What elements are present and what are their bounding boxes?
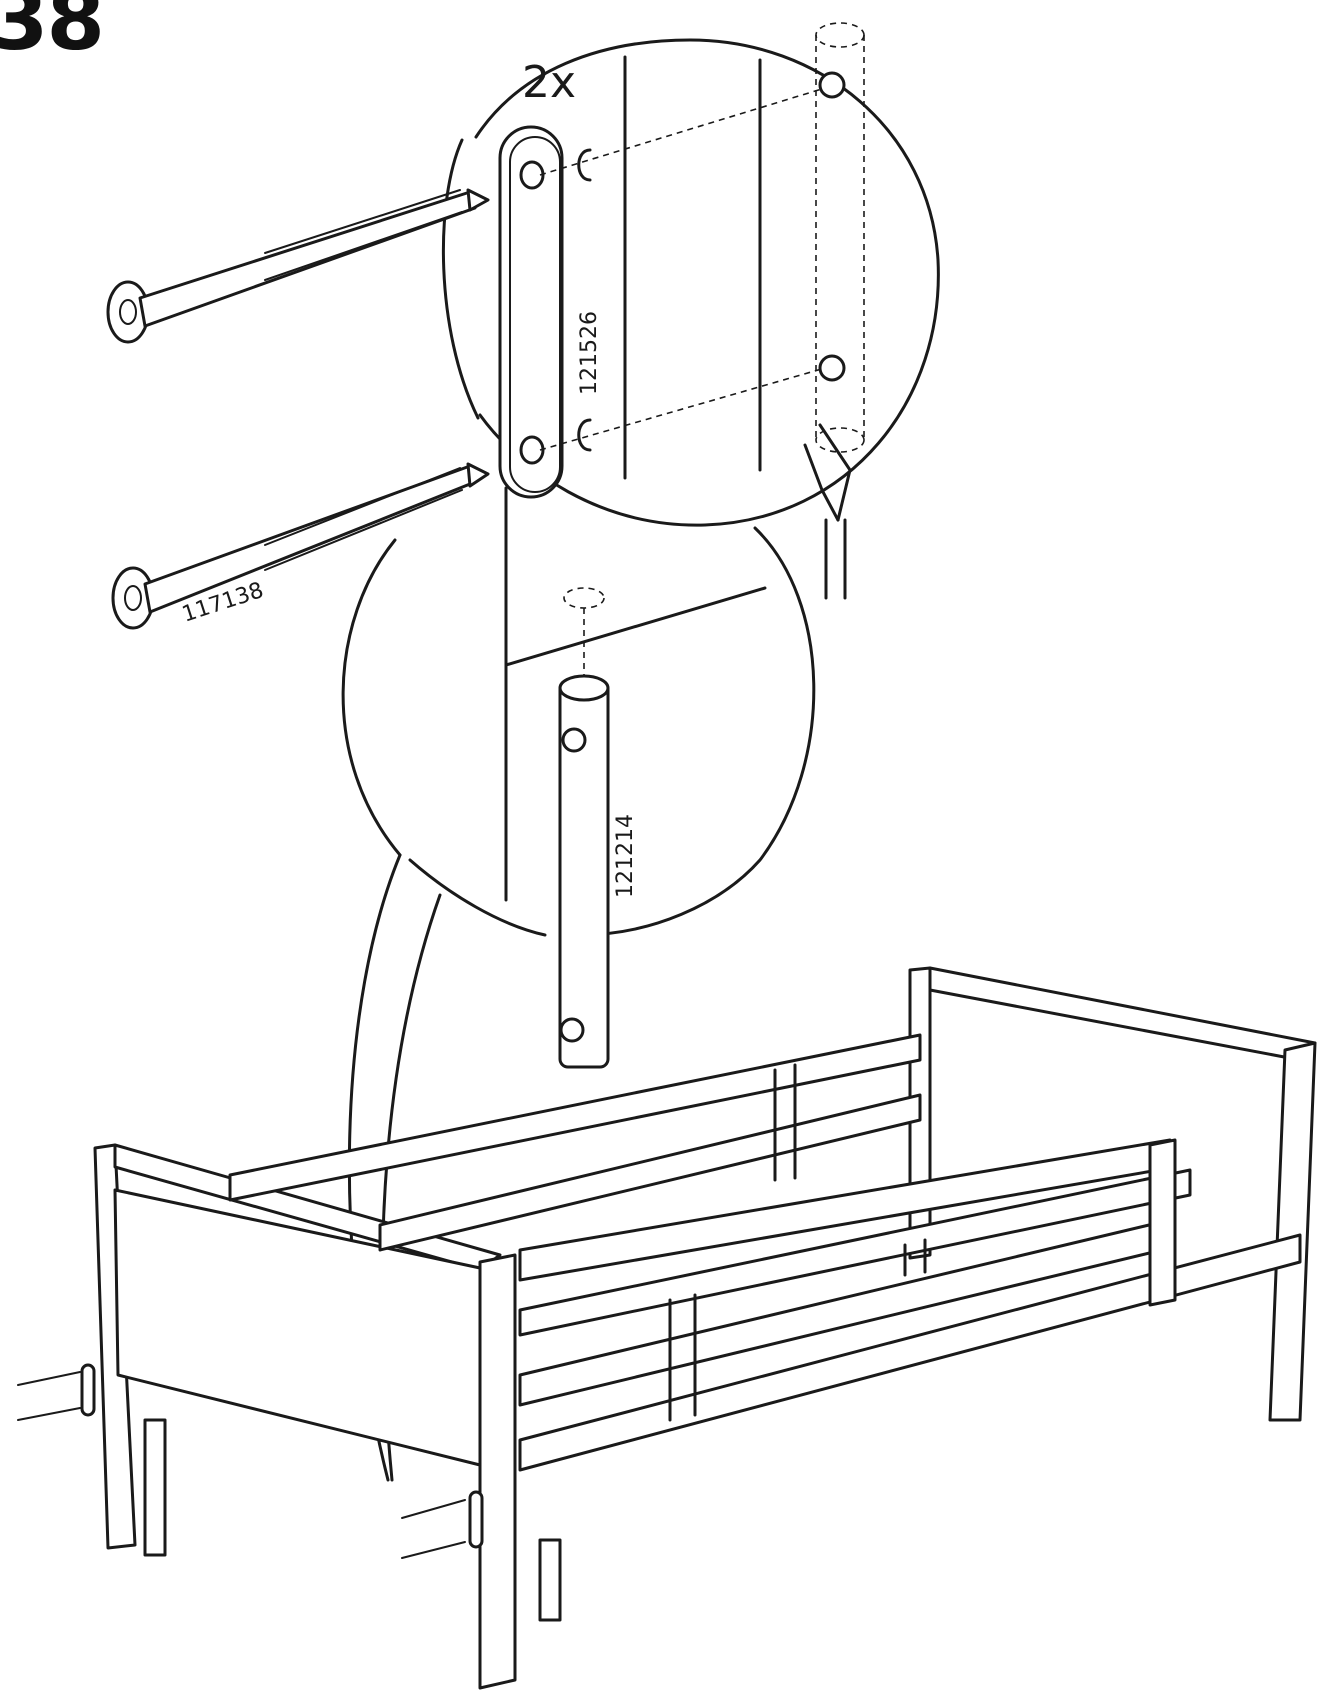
frame-edges-top [504,55,767,902]
quantity-label: 2x [522,57,576,108]
corner-screws [17,1363,484,1559]
part-label-barrel-nut: 121214 [613,814,638,898]
barrel-nut [558,587,610,1069]
bolt-lower [111,462,490,630]
bolt-upper [106,188,490,344]
part-label-connector-plate: 121526 [577,311,602,395]
step-number: 38 [0,0,105,69]
detail-circle-lower [341,526,816,937]
connector-plate [498,125,564,499]
frame-holes [539,87,826,452]
hidden-barrel-nut [803,22,865,600]
detail-circle-top [441,38,940,527]
bed-frame [93,966,1317,1690]
